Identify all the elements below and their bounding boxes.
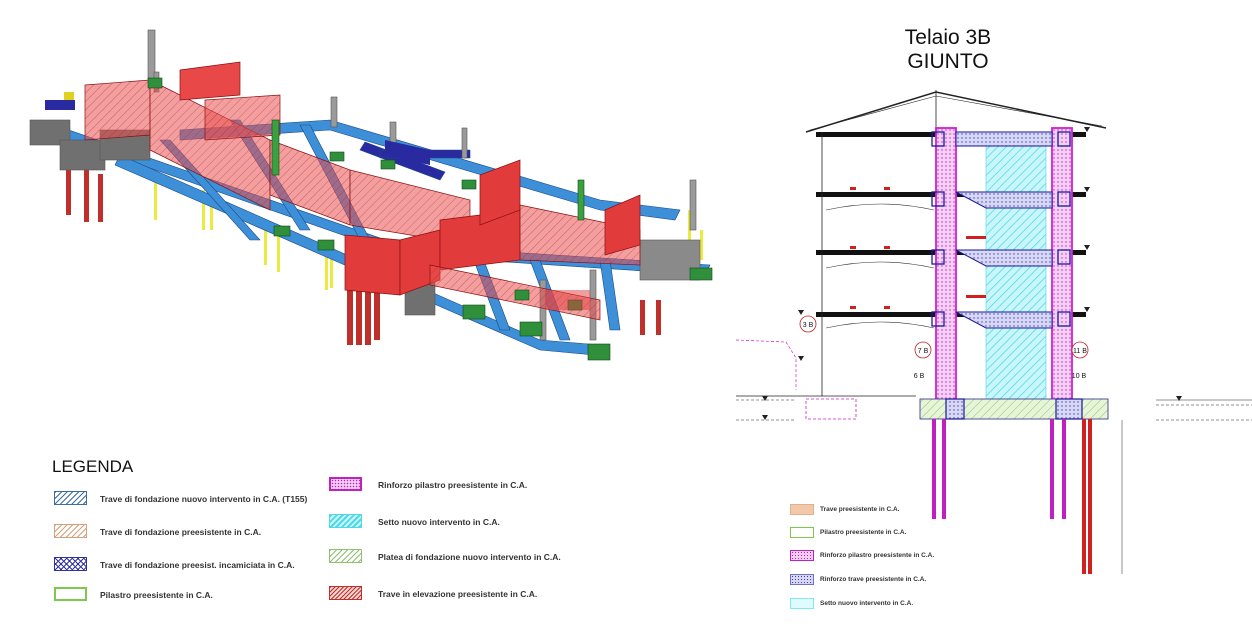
axis-marker-11b xyxy=(1071,341,1089,359)
section-title: Telaio 3B GIUNTO xyxy=(848,26,1048,74)
level-marks xyxy=(762,127,1182,420)
axis-marker-7b xyxy=(914,341,932,359)
legend-label: Trave di fondazione preesistente in C.A. xyxy=(100,527,262,537)
axis-label-11b: 11 B xyxy=(1073,348,1087,355)
beam-end-blocks xyxy=(931,131,1071,327)
legend-section-label: Pilastro preesistente in C.A. xyxy=(820,529,907,536)
label-10b: 10 B xyxy=(1072,373,1087,380)
section-title-line1: Telaio 3B xyxy=(904,26,992,49)
red-markers xyxy=(850,187,986,309)
legend-section-swatch xyxy=(790,574,814,585)
legend-label: Trave di fondazione nuovo intervento in … xyxy=(100,494,308,504)
section-piles xyxy=(932,419,1092,574)
legend-section-swatch xyxy=(790,504,814,515)
legend-label: Trave in elevazione preesistente in C.A. xyxy=(378,589,538,599)
roof-outline xyxy=(805,91,1107,133)
axis-label-3b: 3 B xyxy=(803,322,814,329)
legend-heading: LEGENDA xyxy=(52,457,134,476)
legend-swatch xyxy=(54,587,87,601)
legend-swatch xyxy=(329,514,362,528)
section-title-line2: GIUNTO xyxy=(907,50,989,73)
legend-swatch xyxy=(54,557,87,571)
label-6b: 6 B xyxy=(914,373,925,380)
legend-section-swatch xyxy=(790,527,814,538)
arched-beams xyxy=(825,203,935,329)
shear-wall xyxy=(985,144,1047,401)
axis-markers: 3 B 7 B 11 B 6 B 10 B xyxy=(799,315,1089,380)
axis-marker-3b xyxy=(799,315,817,333)
axis-label-7b: 7 B xyxy=(918,348,929,355)
legend-section-label: Trave preesistente in C.A. xyxy=(820,506,900,513)
legend-label: Rinforzo pilastro preesistente in C.A. xyxy=(378,480,528,490)
legend-swatch xyxy=(329,549,362,563)
legend-section-swatch xyxy=(790,598,814,609)
legend-swatch xyxy=(329,477,362,491)
legend-label: Platea di fondazione nuovo intervento in… xyxy=(378,552,561,562)
green-plinths xyxy=(147,77,713,361)
legend-swatch xyxy=(54,491,87,505)
legend-section-label: Rinforzo trave preesistente in C.A. xyxy=(820,576,927,583)
legend-swatch xyxy=(54,524,87,538)
piles-group xyxy=(66,163,703,345)
structural-3d-model xyxy=(29,29,713,361)
legend-swatch xyxy=(329,586,362,600)
legend-section-label: Rinforzo pilastro preesistente in C.A. xyxy=(820,552,935,559)
misc-details xyxy=(45,92,590,310)
legend-label: Pilastro preesistente in C.A. xyxy=(100,590,213,600)
reinforced-beams xyxy=(955,131,1053,329)
legend-section-swatch xyxy=(790,550,814,561)
legend-section-label: Setto nuovo intervento in C.A. xyxy=(820,600,914,607)
legend-label: Setto nuovo intervento in C.A. xyxy=(378,517,500,527)
frame-section-drawing: 3 B 7 B 11 B 6 B 10 B xyxy=(736,90,1252,574)
legend-label: Trave di fondazione preesist. incamiciat… xyxy=(100,560,295,570)
